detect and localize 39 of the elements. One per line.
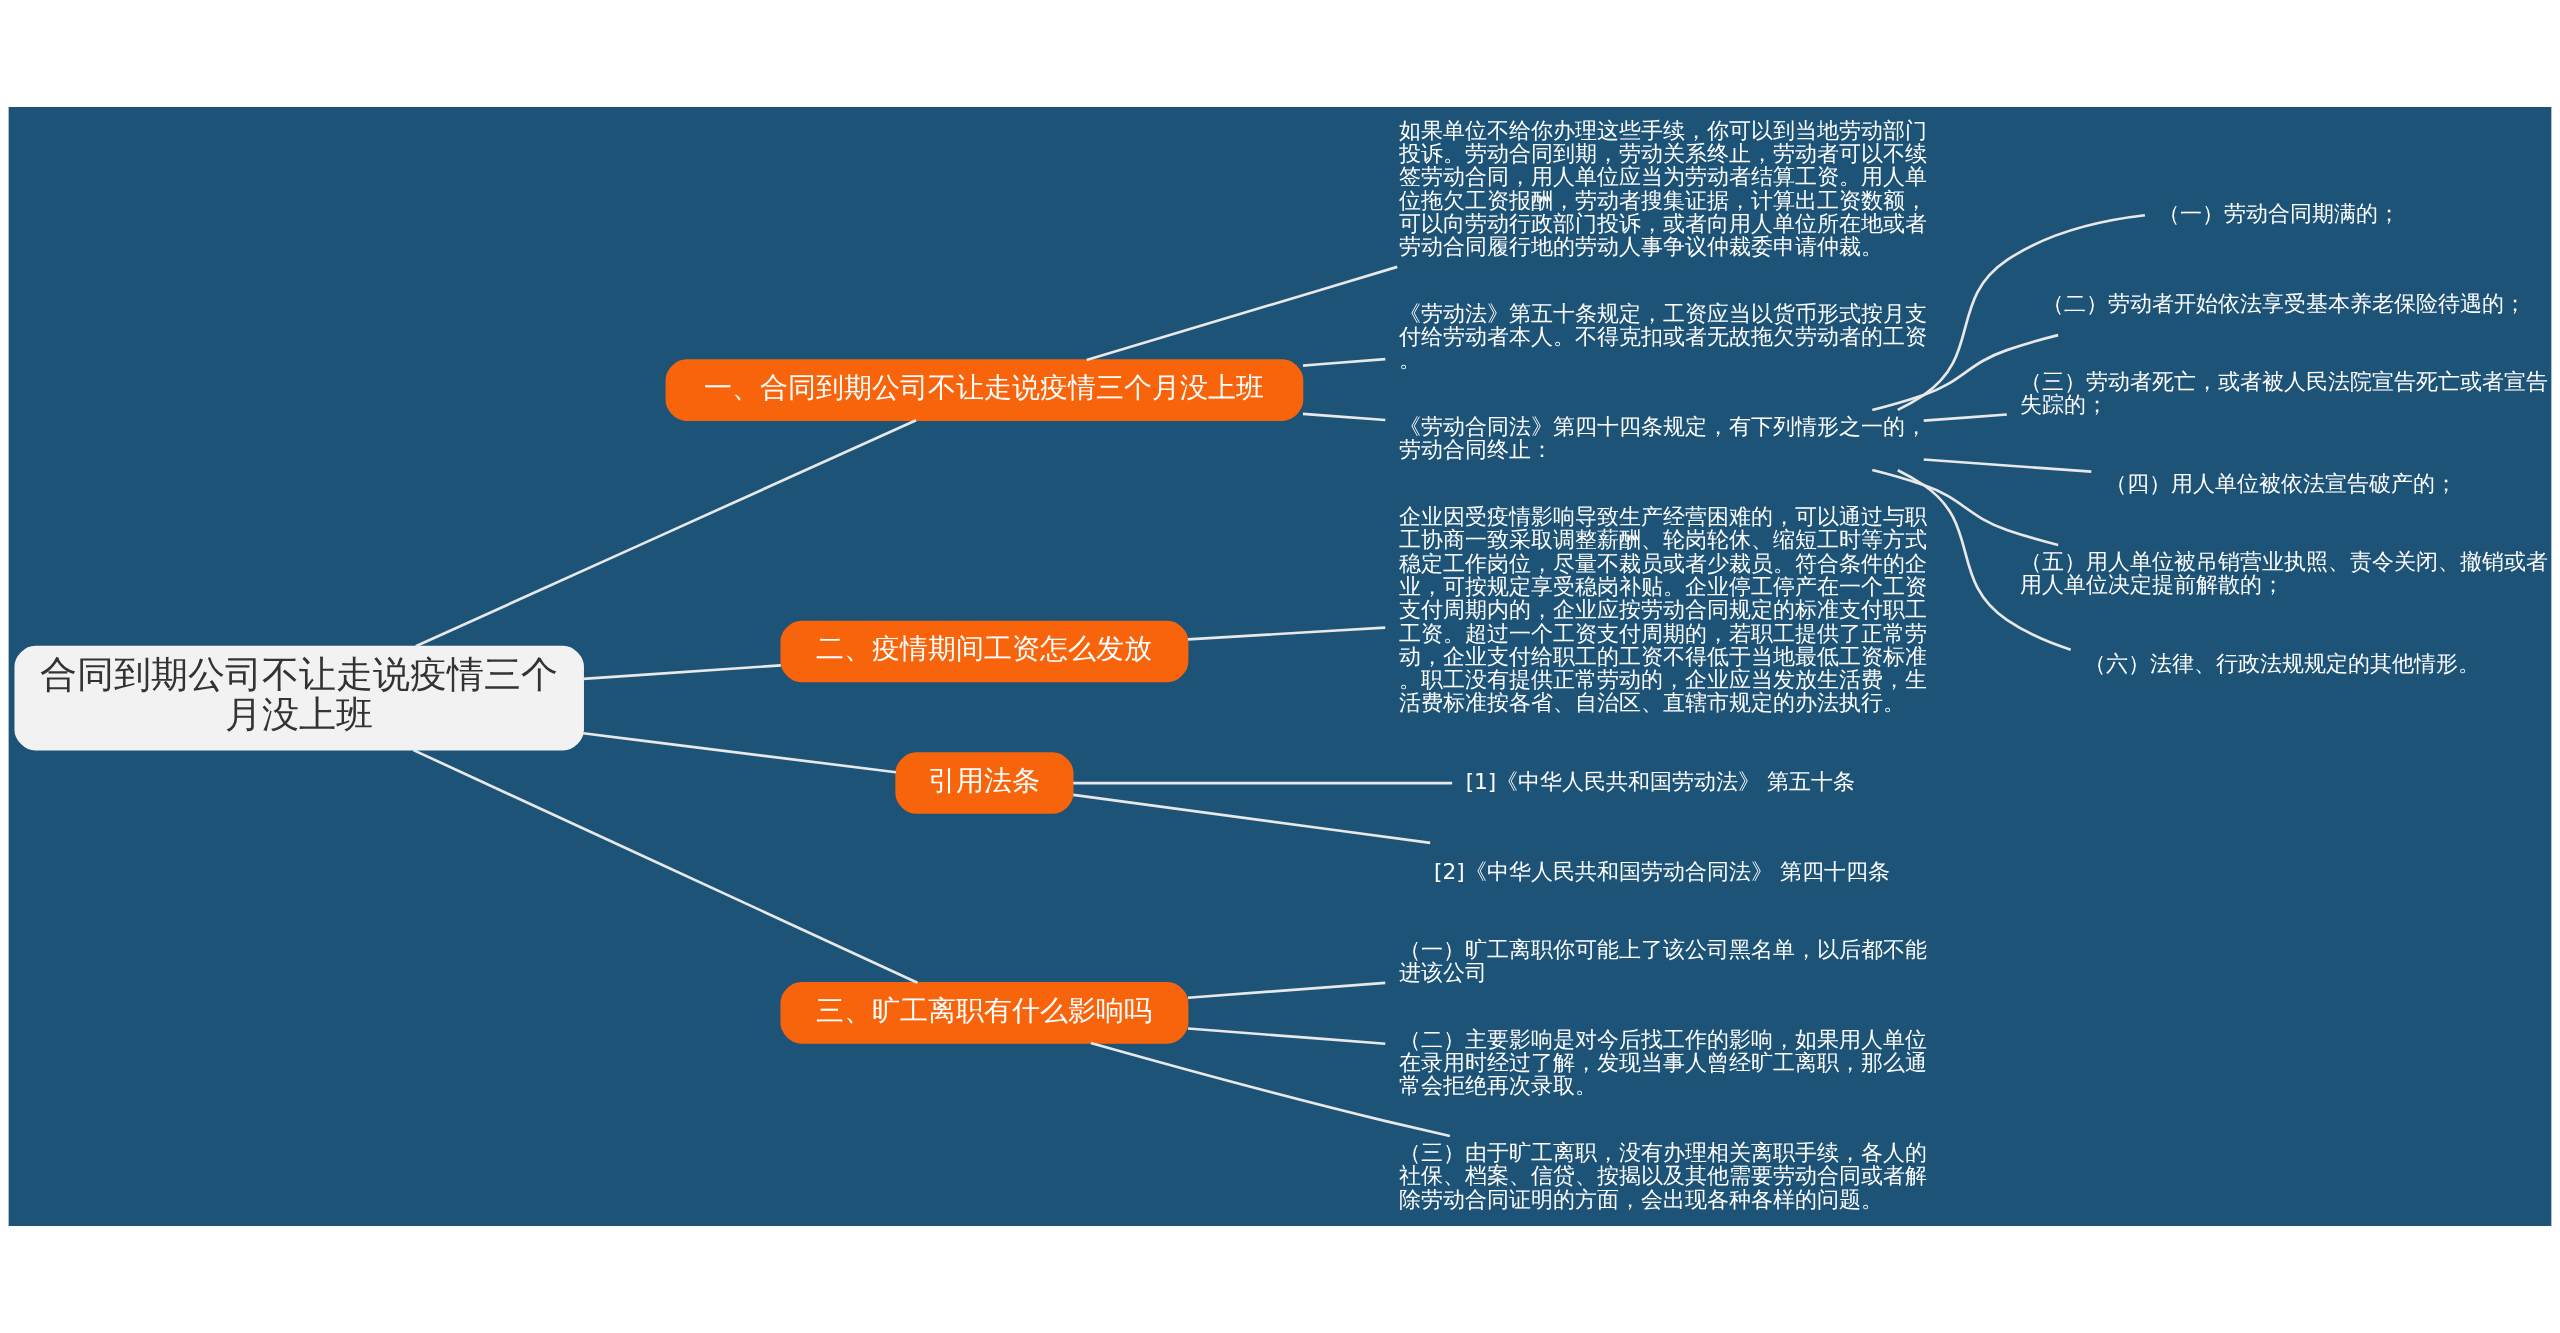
connector xyxy=(1086,265,1398,362)
node-text: [1]《中华人民共和国劳动法》 第五十条 xyxy=(1465,768,1856,794)
connector xyxy=(1073,793,1431,845)
connector xyxy=(1090,1041,1451,1138)
node-box: 三、旷工离职有什么影响吗 xyxy=(780,982,1189,1044)
node-text: （三）劳动者死亡，或者被人民法院宣告死亡或者宣告失踪的； xyxy=(2020,369,2549,418)
node-text: （六）法律、行政法规规定的其他情形。 xyxy=(2084,650,2481,676)
node-text: 《劳动合同法》第四十四条规定，有下列情形之一的，劳动合同终止： xyxy=(1399,414,1928,463)
connector xyxy=(415,419,917,648)
connector xyxy=(1187,626,1386,641)
connector xyxy=(1923,458,2092,473)
connector xyxy=(1897,469,2072,651)
connector xyxy=(1871,468,2059,547)
connector xyxy=(1302,357,1386,367)
node-box: 二、疫情期间工资怎么发放 xyxy=(780,620,1189,683)
node-text: （二）主要影响是对今后找工作的影响，如果用人单位在录用时经过了解，发现当事人曾经旷工离职，那么通常会拒绝再次录取。 xyxy=(1399,1026,1928,1099)
node-box: 引用法条 xyxy=(895,752,1074,814)
connector xyxy=(1073,781,1453,785)
node-text: 企业因受疫情影响导致生产经营困难的，可以通过与职工协商一致采取调整薪酬、轮岗轮休、缩短工时等方式稳定工作岗位，尽量不裁员或者少裁员。符合条件的企业，可按规定享受稳岗补贴。企业停工停产在一个工资支付周期内的，企业应按劳动合同规定的标准支付职工工资。超过一个工资支付周期的，若职工提供了正常劳动，企业支付给职工的工资不得低于当地最低工资标准。职工没有提供正常劳动的，企业应当发放生活费，生活费标准按各省、自治区、直辖市规定的办法执行。 xyxy=(1399,503,1928,716)
connector xyxy=(1871,333,2059,412)
connector xyxy=(583,664,781,681)
node-text: （三）由于旷工离职，没有办理相关离职手续，各人的社保、档案、信贷、按揭以及其他需要劳动合同或者解除劳动合同证明的方面，会出现各种各样的问题。 xyxy=(1399,1140,1928,1212)
connector xyxy=(412,748,918,984)
node-box: 一、合同到期公司不让走说疫情三个月没上班 xyxy=(665,359,1304,421)
connector xyxy=(1187,1027,1386,1046)
node-text: （一）劳动合同期满的； xyxy=(2158,200,2401,226)
connector xyxy=(1897,213,2146,412)
node-text: 如果单位不给你办理这些手续，你可以到当地劳动部门投诉。劳动合同到期，劳动关系终止，劳动者可以不续签劳动合同，用人单位应当为劳动者结算工资。用人单位拖欠工资报酬，劳动者搜集证据，计算出工资数额，可以向劳动行政部门投诉，或者向用人单位所在地或者劳动合同履行地的劳动人事争议仲裁委申请仲裁。 xyxy=(1399,117,1928,260)
connector xyxy=(1923,413,2007,422)
node-text: （一）旷工离职你可能上了该公司黑名单，以后都不能进该公司 xyxy=(1399,936,1928,986)
node-text: [2]《中华人民共和国劳动合同法》 第四十四条 xyxy=(1434,858,1890,884)
node-box: 合同到期公司不让走说疫情三个月没上班 xyxy=(14,645,584,751)
connector xyxy=(1187,981,1386,1000)
node-text: （二）劳动者开始依法享受基本养老保险待遇的； xyxy=(2041,290,2526,316)
node-text: （五）用人单位被吊销营业执照、责令关闭、撤销或者用人单位决定提前解散的； xyxy=(2020,548,2549,598)
connector xyxy=(1302,412,1386,422)
node-text: 《劳动法》第五十条规定，工资应当以货币形式按月支付给劳动者本人。不得克扣或者无故拖欠劳动者的工资。 xyxy=(1399,300,1928,373)
connector xyxy=(583,731,897,774)
node-text: （四）用人单位被依法宣告破产的； xyxy=(2105,470,2458,496)
